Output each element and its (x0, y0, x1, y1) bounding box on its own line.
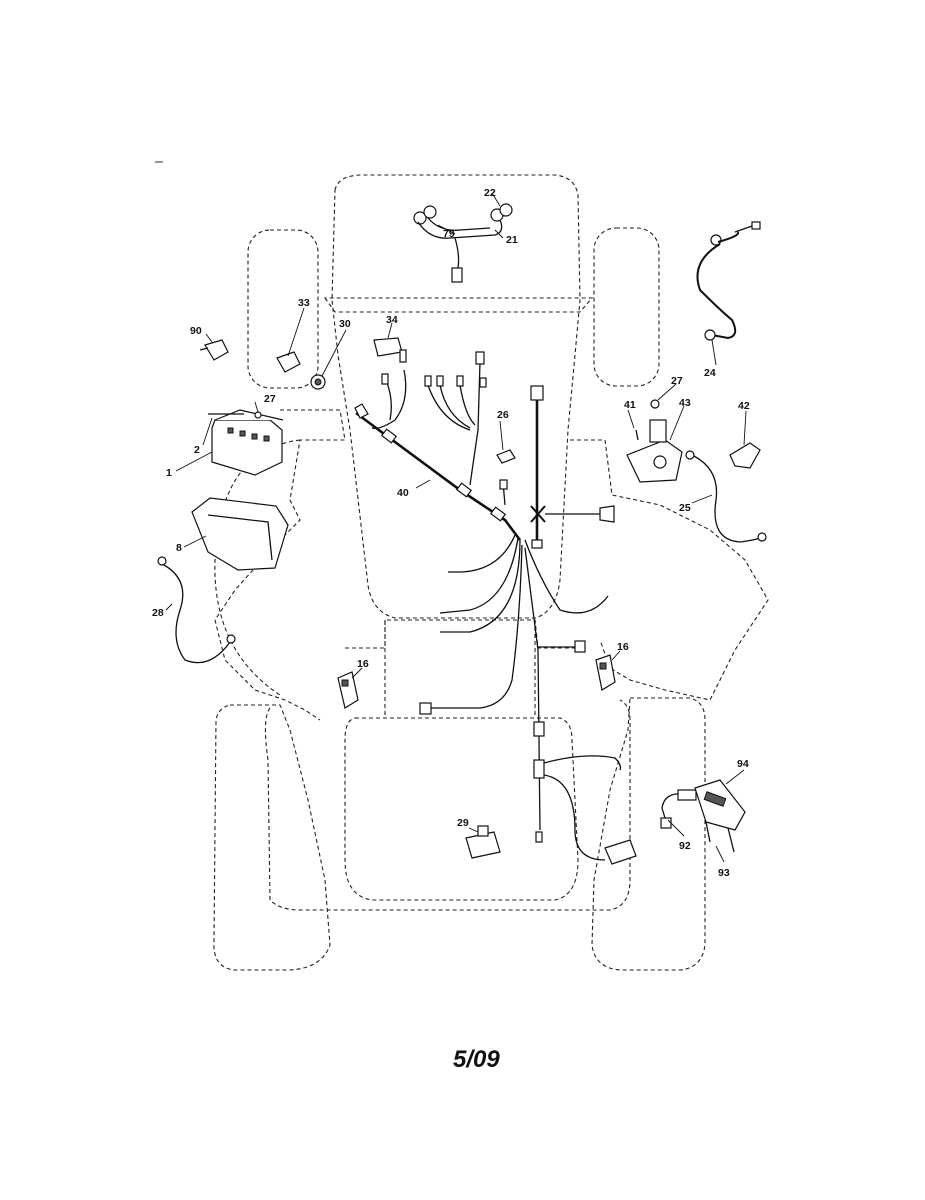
part-label: 22 (484, 187, 496, 199)
part-label: 30 (339, 318, 351, 330)
part-label: 79 (443, 228, 455, 240)
part-label: 90 (190, 325, 202, 337)
ignition-switch (310, 374, 326, 390)
part-label: 25 (679, 502, 691, 514)
part-label: 28 (152, 607, 164, 619)
part-label: 29 (457, 817, 469, 829)
part-label: 40 (397, 487, 409, 499)
page-code: 5/09 (453, 1046, 500, 1073)
part-label: 43 (679, 397, 691, 409)
seat-switch (465, 825, 501, 859)
part-label: 41 (624, 399, 636, 411)
plug-92 (660, 789, 697, 829)
starter-cable-25 (685, 450, 767, 543)
headlight-harness (413, 203, 513, 283)
part-label: 27 (671, 375, 683, 387)
part-label: 33 (298, 297, 310, 309)
battery (208, 409, 284, 476)
part-labels: 1 2 8 16 16 21 22 24 25 26 27 27 28 29 3… (152, 187, 750, 879)
cable-24 (696, 221, 761, 341)
part-label: 21 (506, 234, 518, 246)
part-label: 24 (704, 367, 716, 379)
part-label: 94 (737, 758, 749, 770)
main-harness (354, 349, 622, 861)
part-label: 93 (718, 867, 730, 879)
part-label: 92 (679, 840, 691, 852)
part-label: 34 (386, 314, 398, 326)
part-label: 2 (194, 444, 200, 456)
part-label: 8 (176, 542, 182, 554)
starter-solenoid (626, 399, 761, 483)
solenoid-90 (199, 339, 229, 361)
screws-93 (705, 821, 735, 853)
part-label: 16 (617, 641, 629, 653)
relay-right (595, 654, 616, 691)
part-label: 1 (166, 467, 172, 479)
battery-tray (191, 497, 289, 571)
leader-lines (165, 192, 747, 863)
negative-cable (157, 556, 236, 664)
part-label: 42 (738, 400, 750, 412)
light-switch (373, 337, 403, 357)
part-label: 27 (264, 393, 276, 405)
part-label: 26 (497, 409, 509, 421)
module-94 (694, 779, 746, 831)
relay-left (337, 671, 359, 709)
part-label: 16 (357, 658, 369, 670)
seat-plug (604, 839, 637, 865)
